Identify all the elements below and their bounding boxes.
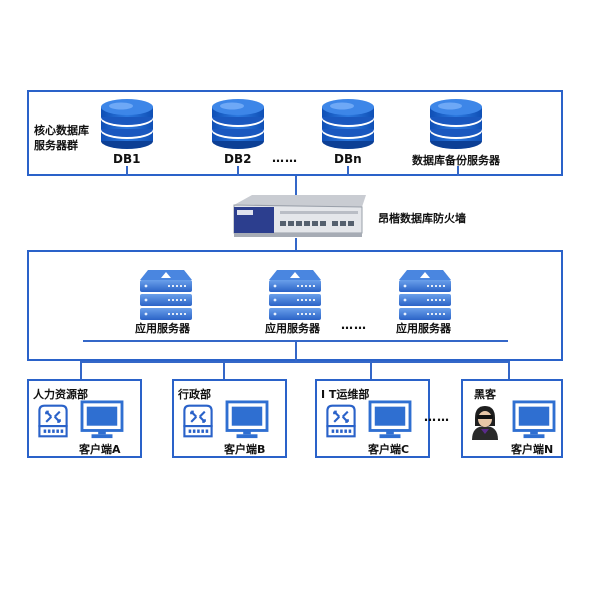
client-label-b: 客户端B bbox=[224, 443, 266, 456]
core-db-group-label-line2: 服务器群 bbox=[34, 139, 78, 152]
backup-db-label: 数据库备份服务器 bbox=[412, 154, 500, 167]
dept-bus-line bbox=[80, 361, 508, 363]
database-icon-db2 bbox=[210, 97, 266, 151]
dept-name-hr: 人力资源部 bbox=[33, 388, 88, 401]
dept-name-it-ops: I T运维部 bbox=[321, 388, 370, 401]
app-server-icon-1 bbox=[138, 268, 194, 320]
app-server-icon-2 bbox=[267, 268, 323, 320]
firewall-to-app-line bbox=[295, 238, 297, 252]
dept-name-admin: 行政部 bbox=[178, 388, 211, 401]
database-icon-dbn bbox=[320, 97, 376, 151]
app-server-label-2: 应用服务器 bbox=[265, 322, 320, 335]
db2-label: DB2 bbox=[224, 152, 252, 166]
monitor-icon-admin bbox=[225, 400, 269, 440]
app-server-icon-3 bbox=[397, 268, 453, 320]
app-ellipsis: …… bbox=[341, 318, 367, 332]
firewall-appliance-icon bbox=[233, 195, 366, 237]
app-server-label-1: 应用服务器 bbox=[135, 322, 190, 335]
database-icon-db1 bbox=[99, 97, 155, 151]
app-bus-drop bbox=[295, 340, 297, 361]
dbn-connector bbox=[347, 166, 349, 176]
hacker-icon bbox=[472, 406, 498, 440]
dept-drop-4 bbox=[508, 361, 510, 381]
db1-label: DB1 bbox=[113, 152, 141, 166]
monitor-icon-hacker bbox=[512, 400, 556, 440]
firewall-label: 昂楷数据库防火墙 bbox=[378, 212, 466, 225]
monitor-icon-it-ops bbox=[368, 400, 412, 440]
backup-connector bbox=[457, 166, 459, 176]
monitor-icon-hr bbox=[80, 400, 124, 440]
switch-icon-hr bbox=[36, 403, 70, 439]
dept-drop-2 bbox=[223, 361, 225, 381]
db2-connector bbox=[237, 166, 239, 176]
dept-ellipsis: …… bbox=[424, 410, 450, 424]
client-label-n: 客户端N bbox=[511, 443, 554, 456]
core-db-group-label-line1: 核心数据库 bbox=[34, 124, 89, 137]
db-to-firewall-line bbox=[295, 176, 297, 196]
db-ellipsis: …… bbox=[272, 151, 298, 165]
dept-drop-3 bbox=[370, 361, 372, 381]
switch-icon-admin bbox=[181, 403, 215, 439]
app-server-label-3: 应用服务器 bbox=[396, 322, 451, 335]
client-label-c: 客户端C bbox=[368, 443, 410, 456]
dept-drop-1 bbox=[80, 361, 82, 381]
dbn-label: DBn bbox=[334, 152, 362, 166]
dept-name-hacker: 黑客 bbox=[474, 388, 496, 401]
client-label-a: 客户端A bbox=[79, 443, 121, 456]
db1-connector bbox=[126, 166, 128, 176]
database-icon-backup bbox=[428, 97, 484, 151]
switch-icon-it-ops bbox=[324, 403, 358, 439]
